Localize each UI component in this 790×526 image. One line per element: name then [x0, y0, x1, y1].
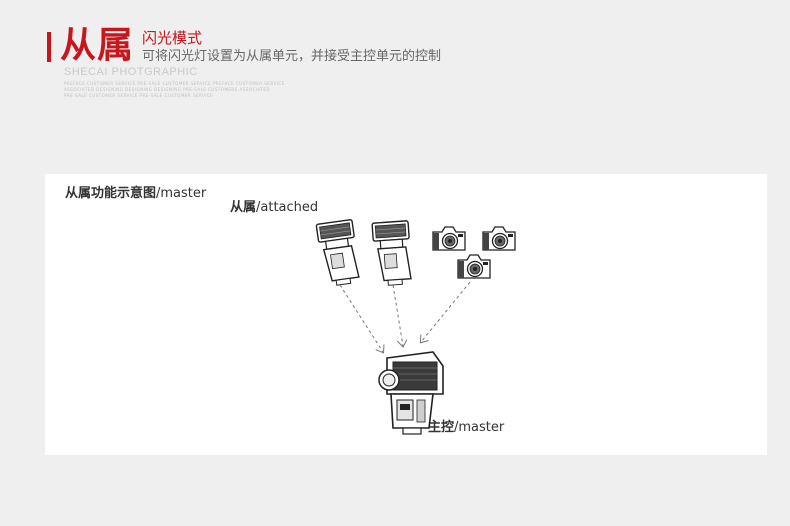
flash-unit-icon: [315, 218, 362, 288]
mode-label: 闪光模式: [142, 29, 203, 47]
master-label-bold: 主控: [428, 420, 455, 435]
panel-title: 从属功能示意图/master: [65, 186, 206, 202]
mode-description: 可将闪光灯设置为从属单元，并接受主控单元的控制: [142, 49, 442, 64]
diagram: [315, 218, 516, 435]
flash-unit-icon: [371, 220, 414, 287]
diagram-panel: 从属功能示意图/master 从属/attached 主控/master: [45, 174, 767, 455]
fine-print-line: ASSOCIATED DESIGNING DESIGNING DESIGNING…: [64, 87, 270, 92]
camera-icon: [457, 254, 491, 279]
fine-print-line: PREFACE CUSTOMER SERVICE PRE-SALE CUSTOM…: [64, 81, 285, 86]
camera-icon: [482, 226, 516, 251]
master-label: 主控/master: [428, 420, 504, 436]
page-title: 从属: [60, 25, 135, 66]
panel-title-bold: 从属功能示意图: [65, 186, 157, 201]
accent-bar: [47, 32, 51, 62]
panel-title-suffix: /master: [156, 186, 207, 201]
fine-print-line: PRE-SALE CUSTOMER SERVICE PRE-SALE CUSTO…: [64, 93, 214, 98]
brand-text: SHECAI PHOTGRAPHIC: [64, 66, 198, 78]
dashed-arrow-icon: [421, 281, 471, 342]
dashed-arrow-icon: [392, 284, 403, 346]
dashed-arrow-icon: [339, 284, 383, 352]
attached-label-bold: 从属: [230, 200, 257, 215]
master-label-suffix: /master: [454, 420, 505, 435]
attached-label: 从属/attached: [230, 200, 318, 216]
master-flash-icon: [378, 351, 444, 435]
camera-icon: [432, 226, 466, 251]
header: 从属 闪光模式 可将闪光灯设置为从属单元，并接受主控单元的控制 SHECAI P…: [0, 0, 790, 110]
attached-label-suffix: /attached: [256, 200, 319, 215]
